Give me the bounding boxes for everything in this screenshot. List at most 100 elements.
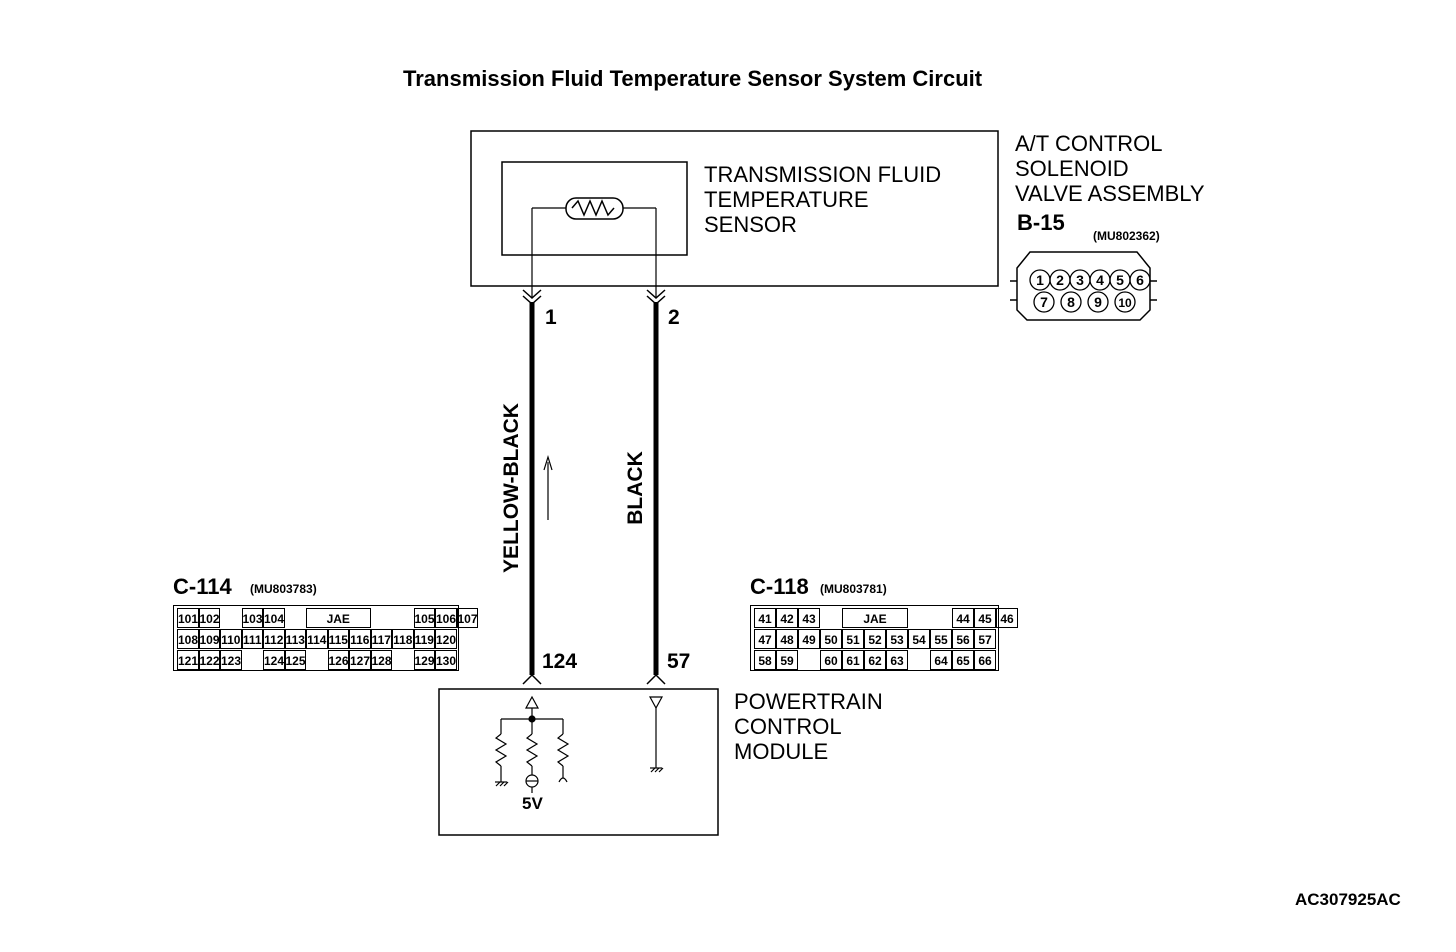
- c118-cell: 58: [754, 650, 776, 670]
- c118-cell: 41: [754, 608, 776, 628]
- c114-cell: JAE: [306, 608, 371, 628]
- diagram-title: Transmission Fluid Temperature Sensor Sy…: [403, 66, 983, 91]
- c118-connector-id: C-118: [750, 574, 809, 599]
- c114-cell: [392, 650, 414, 670]
- c118-part-number: (MU803781): [820, 582, 887, 596]
- c118-cell: 54: [908, 629, 930, 649]
- assembly-label-line1: A/T CONTROL: [1015, 131, 1163, 156]
- c114-cell: [392, 608, 414, 628]
- assembly-label-line2: SOLENOID: [1015, 156, 1129, 181]
- wire-color-yellow-black: YELLOW-BLACK: [499, 403, 523, 573]
- c118-cell: JAE: [842, 608, 908, 628]
- c118-cell: 45: [974, 608, 996, 628]
- c114-cell: 126: [327, 650, 349, 670]
- c118-cell: 51: [842, 629, 864, 649]
- pcm-label-line1: POWERTRAIN: [734, 689, 883, 714]
- current-arrow-icon: [543, 454, 553, 520]
- pcm-label-line3: MODULE: [734, 739, 829, 764]
- c114-cell: 108: [177, 629, 199, 649]
- pcm-pin-124: 124: [542, 650, 578, 673]
- c118-cell: 52: [864, 629, 886, 649]
- c114-cell: 115: [327, 629, 349, 649]
- sensor-label-line3: SENSOR: [704, 212, 797, 237]
- c118-cell: 55: [930, 629, 952, 649]
- c114-cell: 130: [435, 650, 457, 670]
- c114-cell: 123: [220, 650, 242, 670]
- sensor-pin-2: 2: [668, 306, 680, 329]
- c118-cell: 62: [864, 650, 886, 670]
- c114-cell: 101: [177, 608, 199, 628]
- c114-cell: 111: [241, 629, 263, 649]
- c114-cell: 125: [284, 650, 306, 670]
- c118-cell: [908, 650, 930, 670]
- c118-cell: 49: [798, 629, 820, 649]
- c114-cell: [371, 608, 393, 628]
- c114-cell: 102: [198, 608, 220, 628]
- c114-cell: 118: [392, 629, 414, 649]
- c118-cell: 47: [754, 629, 776, 649]
- c114-cell: 117: [370, 629, 392, 649]
- c118-cell: 44: [952, 608, 974, 628]
- thermistor-icon: [531, 197, 657, 298]
- c118-cell: 46: [996, 608, 1018, 628]
- c114-cell: 103: [241, 608, 263, 628]
- c114-cell: 114: [306, 629, 328, 649]
- sensor-connector-chevrons: [522, 289, 666, 306]
- c114-cell: 124: [263, 650, 285, 670]
- pcm-pin-57: 57: [667, 650, 691, 673]
- c114-cell: 109: [198, 629, 220, 649]
- solenoid-assembly-box: [470, 130, 999, 287]
- sensor-label-line2: TEMPERATURE: [704, 187, 869, 212]
- voltage-label: 5V: [522, 794, 543, 813]
- c114-cell: 129: [413, 650, 435, 670]
- c114-cell: 127: [349, 650, 371, 670]
- c114-cell: 128: [370, 650, 392, 670]
- sensor-pin-1: 1: [545, 306, 557, 329]
- c114-cell: [306, 650, 328, 670]
- c114-cell: 112: [263, 629, 285, 649]
- assembly-label-line3: VALVE ASSEMBLY: [1015, 181, 1205, 206]
- c118-cell: 50: [820, 629, 842, 649]
- c114-cell: [285, 608, 307, 628]
- c118-cell: 42: [776, 608, 798, 628]
- c114-cell: [220, 608, 242, 628]
- c114-cell: 110: [220, 629, 242, 649]
- c114-cell: [242, 650, 264, 670]
- pcm-connector-chevrons: [522, 673, 666, 685]
- c118-cell: 63: [886, 650, 908, 670]
- c118-cell: [908, 608, 930, 628]
- c118-cell: [820, 608, 842, 628]
- c114-cell: 116: [349, 629, 371, 649]
- c118-cell: [798, 650, 820, 670]
- pcm-label-line2: CONTROL: [734, 714, 842, 739]
- c118-cell: 59: [776, 650, 798, 670]
- c114-cell: 113: [284, 629, 306, 649]
- c114-cell: 120: [435, 629, 457, 649]
- c118-cell: 53: [886, 629, 908, 649]
- sensor-box: [501, 161, 688, 256]
- c114-cell: 106: [435, 608, 457, 628]
- c114-cell: 107: [456, 608, 478, 628]
- pcm-internal-circuit: [494, 695, 664, 793]
- c114-cell: 121: [177, 650, 199, 670]
- c118-cell: 48: [776, 629, 798, 649]
- c114-cell: 122: [198, 650, 220, 670]
- c118-cell: [930, 608, 952, 628]
- c114-cell: 105: [413, 608, 435, 628]
- c118-cell: 56: [952, 629, 974, 649]
- pcm-box: [438, 688, 719, 836]
- figure-code: AC307925AC: [1295, 890, 1401, 909]
- c114-connector-id: C-114: [173, 574, 232, 599]
- c118-cell: 66: [974, 650, 996, 670]
- sensor-label-line1: TRANSMISSION FLUID: [704, 162, 942, 187]
- c118-cell: 60: [820, 650, 842, 670]
- c118-cell: 57: [974, 629, 996, 649]
- b15-part-number: (MU802362): [1093, 229, 1160, 243]
- c118-cell: 65: [952, 650, 974, 670]
- c118-cell: 61: [842, 650, 864, 670]
- c114-cell: 104: [263, 608, 285, 628]
- c114-part-number: (MU803783): [250, 582, 317, 596]
